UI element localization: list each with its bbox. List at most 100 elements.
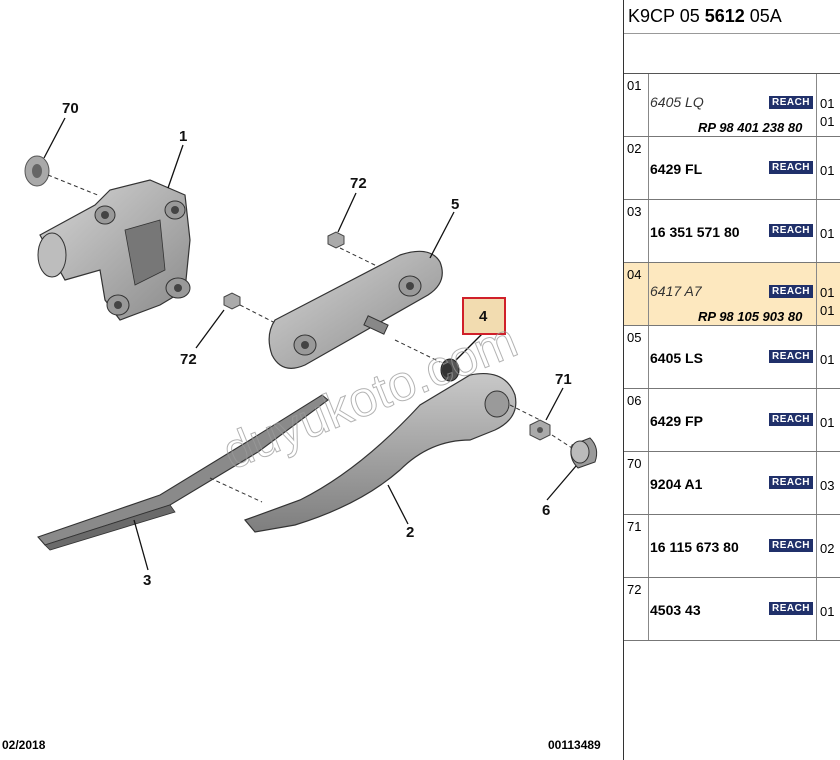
- reach-badge: REACH: [769, 476, 813, 489]
- panel-divider: [623, 0, 624, 760]
- part-code[interactable]: 6429 FP: [650, 413, 703, 429]
- leader-2: [387, 484, 409, 525]
- part-code[interactable]: 16 351 571 80: [650, 224, 740, 240]
- quantity: 02: [820, 541, 835, 556]
- part-1-wiper-motor[interactable]: [37, 179, 191, 321]
- panel-blank-row: [624, 34, 840, 74]
- column-divider: [648, 74, 649, 136]
- leader-4: [455, 332, 484, 361]
- column-divider: [816, 389, 817, 451]
- quantity: 01: [820, 226, 835, 241]
- reach-badge: REACH: [769, 350, 813, 363]
- part-72-nut-lower[interactable]: [223, 292, 241, 310]
- leader-3: [133, 519, 149, 571]
- parts-row[interactable]: 05 6405 LS REACH 01: [624, 326, 840, 389]
- panel-header: K9CP 05 5612 05A: [624, 0, 840, 34]
- column-divider: [648, 389, 649, 451]
- callout-70[interactable]: 70: [62, 100, 79, 117]
- column-divider: [816, 263, 817, 325]
- row-number: 03: [627, 204, 642, 219]
- part-code[interactable]: 6417 A7: [650, 283, 702, 299]
- quantity: 01: [820, 415, 835, 430]
- row-number: 71: [627, 519, 642, 534]
- quantity-secondary: 01: [820, 303, 835, 318]
- quantity-secondary: 01: [820, 114, 835, 129]
- column-divider: [648, 263, 649, 325]
- column-divider: [816, 515, 817, 577]
- column-divider: [648, 452, 649, 514]
- leader-71: [545, 387, 564, 421]
- reach-badge: REACH: [769, 602, 813, 615]
- callout-2[interactable]: 2: [406, 524, 414, 541]
- part-reference-number[interactable]: RP 98 105 903 80: [698, 309, 803, 324]
- part-2-wiper-arm[interactable]: [243, 373, 517, 533]
- leader-1: [167, 144, 184, 189]
- part-code[interactable]: 4503 43: [650, 602, 701, 618]
- column-divider: [816, 578, 817, 640]
- reach-badge: REACH: [769, 161, 813, 174]
- quantity: 01: [820, 352, 835, 367]
- leader-70: [43, 117, 66, 159]
- column-divider: [816, 137, 817, 199]
- column-divider: [648, 578, 649, 640]
- part-code[interactable]: 16 115 673 80: [650, 539, 739, 555]
- part-code[interactable]: 6429 FL: [650, 161, 703, 177]
- reach-badge: REACH: [769, 539, 813, 552]
- callout-6[interactable]: 6: [542, 502, 550, 519]
- row-number: 70: [627, 456, 642, 471]
- row-number: 02: [627, 141, 642, 156]
- callout-71[interactable]: 71: [555, 371, 572, 388]
- leader-72-lower: [195, 309, 225, 349]
- reach-badge: REACH: [769, 285, 813, 298]
- callout-72-lower[interactable]: 72: [180, 351, 197, 368]
- column-divider: [816, 200, 817, 262]
- quantity: 01: [820, 285, 835, 300]
- callout-1[interactable]: 1: [179, 128, 187, 145]
- part-71-nut[interactable]: [529, 419, 551, 441]
- exploded-view-drawing: 70 1 72 5 4 72 71 2 3 6 duyukoto.com: [24, 100, 598, 589]
- part-code[interactable]: 9204 A1: [650, 476, 703, 492]
- part-6-cap[interactable]: [570, 437, 598, 469]
- leader-5: [429, 211, 455, 259]
- footer-date: 02/2018: [2, 738, 46, 752]
- header-suffix: 05A: [744, 6, 782, 26]
- footer-reference: 00113489: [548, 738, 601, 752]
- column-divider: [648, 137, 649, 199]
- row-number: 05: [627, 330, 642, 345]
- column-divider: [816, 74, 817, 136]
- part-code[interactable]: 6405 LS: [650, 350, 703, 366]
- callout-5[interactable]: 5: [451, 196, 459, 213]
- reach-badge: REACH: [769, 413, 813, 426]
- part-3-wiper-blade[interactable]: [37, 394, 329, 551]
- part-4-sleeve[interactable]: [440, 358, 460, 382]
- leader-72-upper: [337, 192, 357, 233]
- parts-diagram: 70 1 72 5 4 72 71 2 3 6 duyukoto.com 02/…: [2, 100, 601, 752]
- callout-72-upper[interactable]: 72: [350, 175, 367, 192]
- quantity: 01: [820, 604, 835, 619]
- row-number: 72: [627, 582, 642, 597]
- part-reference-number[interactable]: RP 98 401 238 80: [698, 120, 803, 135]
- header-prefix: K9CP 05: [628, 6, 705, 26]
- part-5-bracket[interactable]: [268, 250, 443, 369]
- header-bold-code: 5612: [704, 6, 745, 26]
- column-divider: [648, 326, 649, 388]
- part-70-grommet[interactable]: [24, 155, 50, 187]
- leader-6: [546, 465, 577, 501]
- column-divider: [648, 515, 649, 577]
- callout-4-highlight-box[interactable]: [462, 297, 506, 335]
- column-divider: [816, 452, 817, 514]
- column-divider: [648, 200, 649, 262]
- column-divider: [816, 326, 817, 388]
- part-code[interactable]: 6405 LQ: [650, 94, 704, 110]
- parts-row[interactable]: 72 4503 43 REACH 01: [624, 578, 840, 641]
- part-72-nut-upper[interactable]: [327, 231, 345, 249]
- callout-3[interactable]: 3: [143, 572, 151, 589]
- callout-4[interactable]: 4: [479, 308, 488, 325]
- parts-row[interactable]: 71 16 115 673 80 REACH 02: [624, 515, 840, 578]
